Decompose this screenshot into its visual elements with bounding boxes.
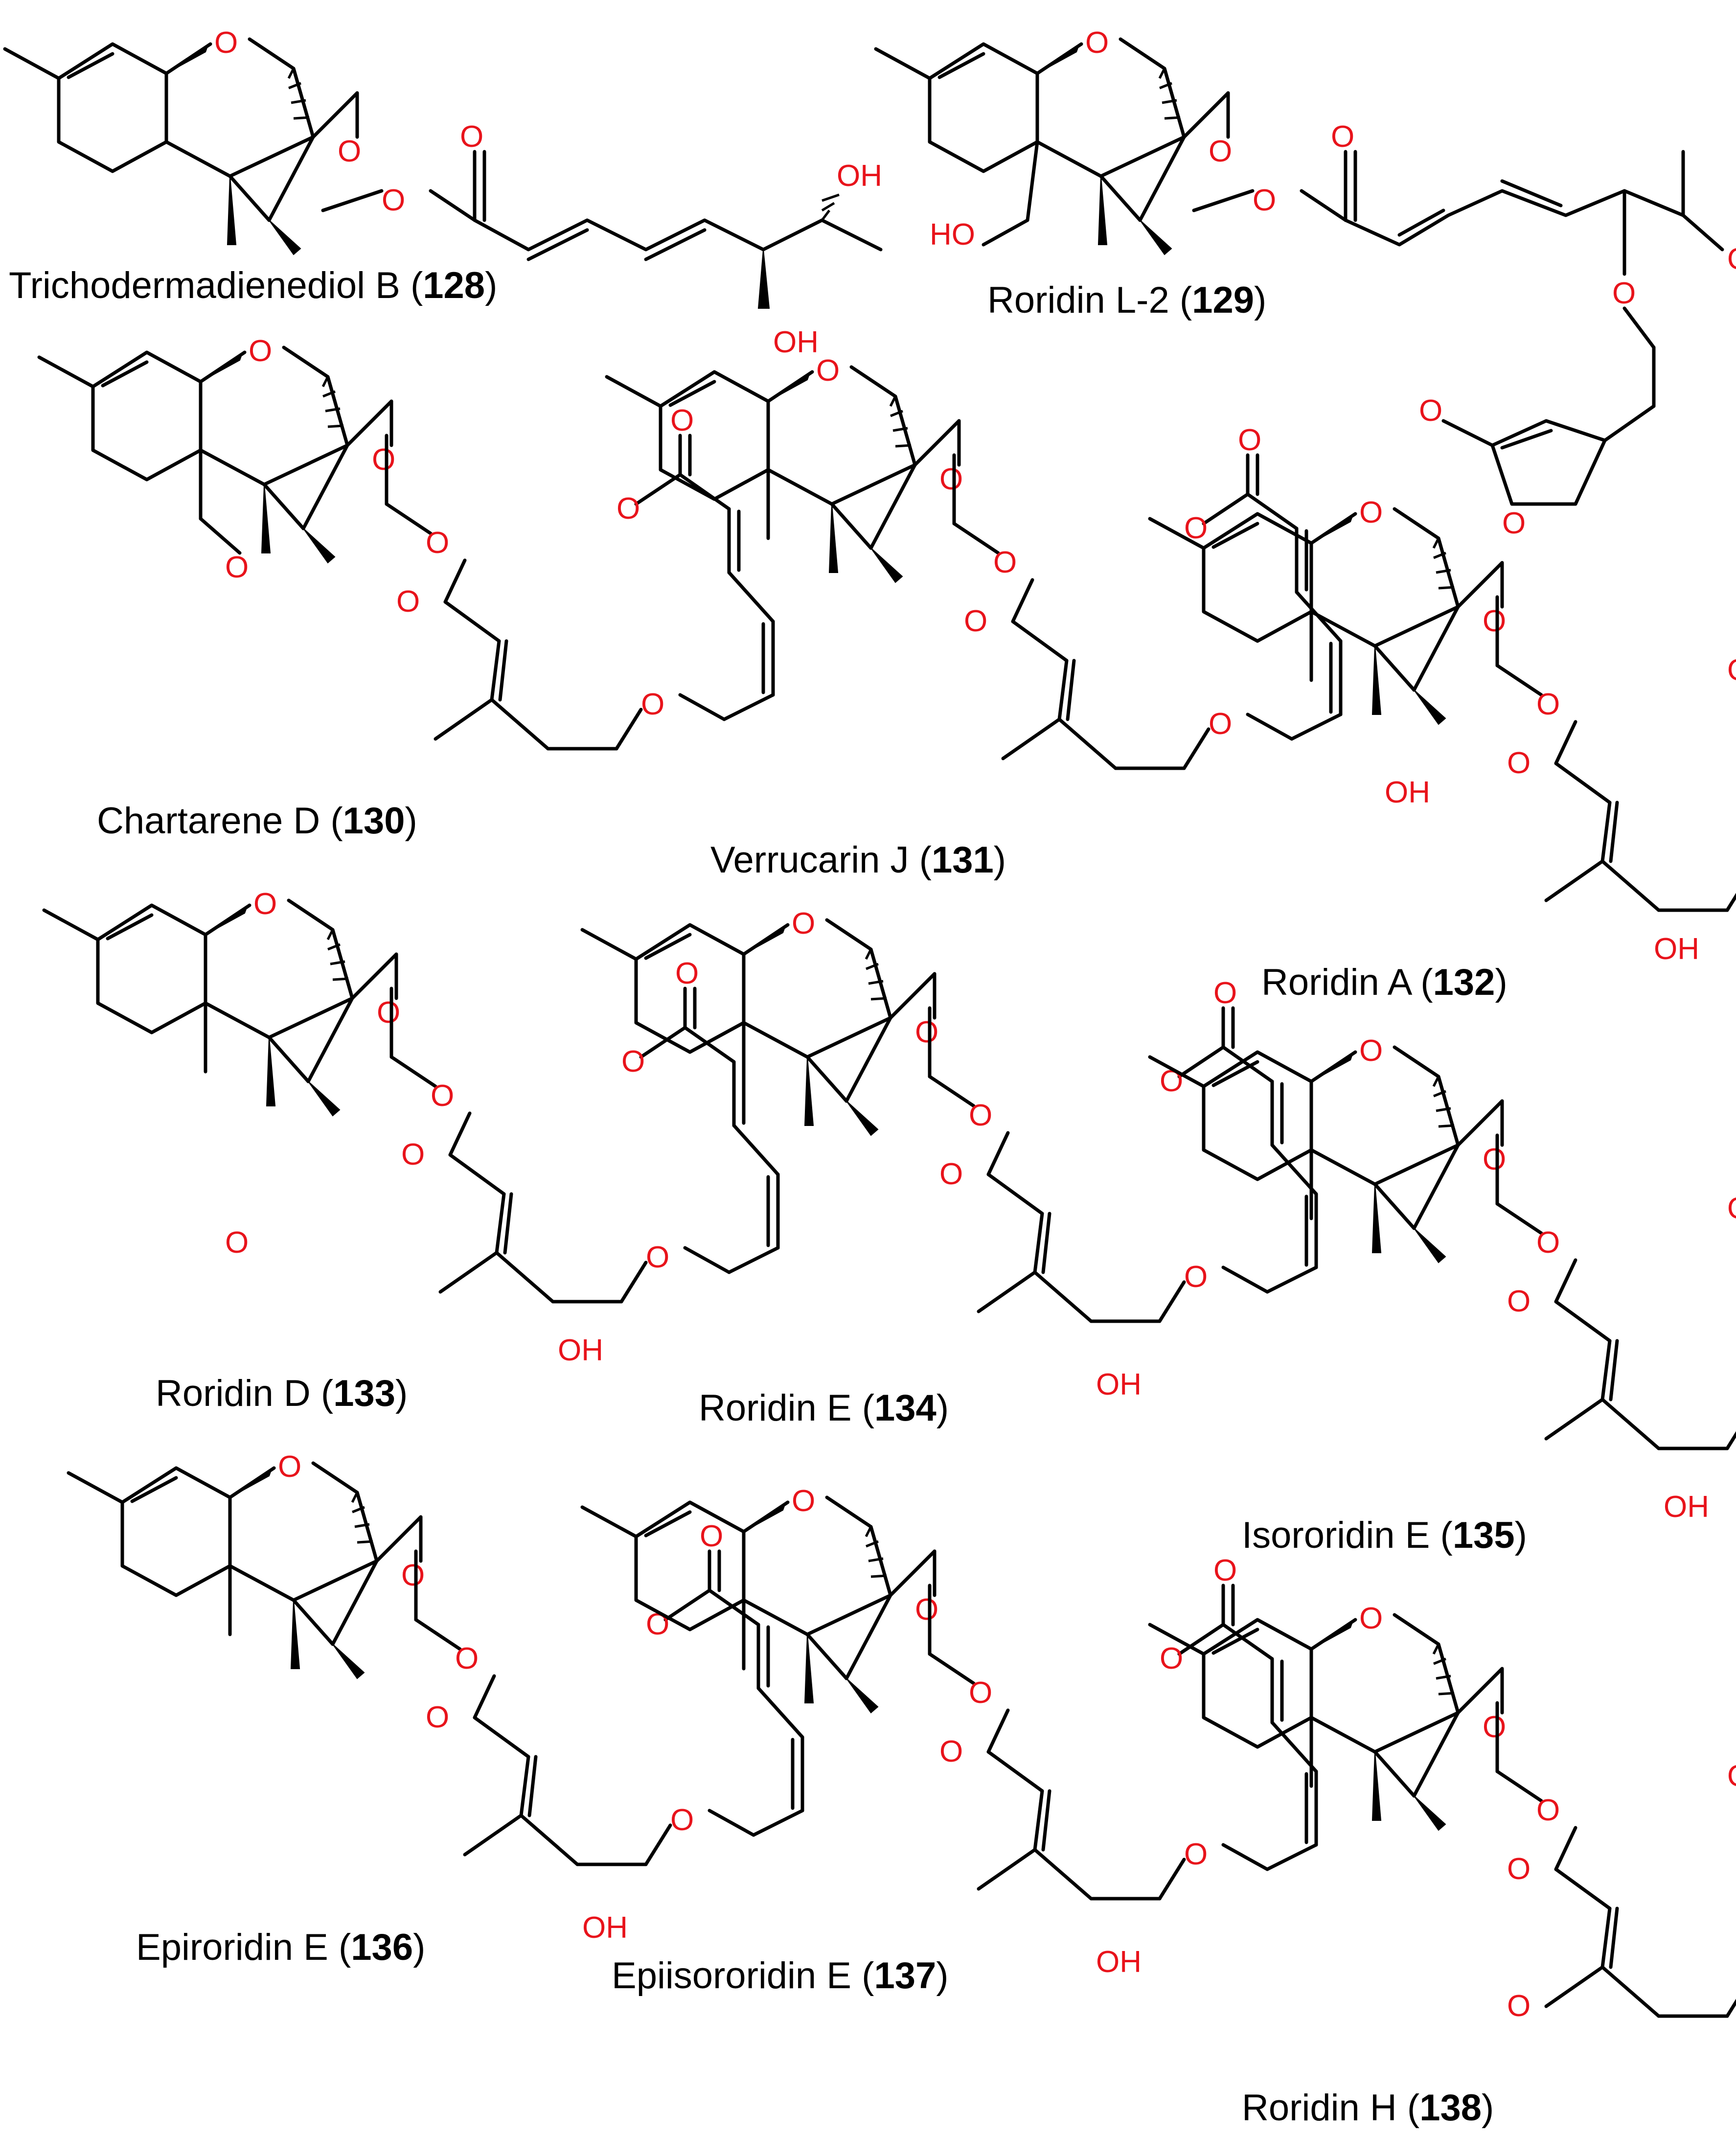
compound-number: 132 xyxy=(1433,962,1495,1003)
svg-text:HO: HO xyxy=(930,218,975,252)
compound-number: 130 xyxy=(343,800,405,842)
svg-text:OH: OH xyxy=(1664,1490,1709,1524)
structure-131 xyxy=(607,354,1341,768)
svg-text:O: O xyxy=(1253,184,1276,217)
caption-136: Epiroridin E (136) xyxy=(136,1927,426,1968)
caption-138: Roridin H (138) xyxy=(1242,2087,1494,2129)
svg-text:O: O xyxy=(225,1226,249,1260)
compound-name: Epiroridin E xyxy=(136,1927,328,1968)
structure-135: OH xyxy=(1150,1034,1736,1524)
compound-name: Isororidin E xyxy=(1242,1515,1430,1556)
compound-name: Epiisororidin E xyxy=(612,1955,851,1997)
svg-text:O: O xyxy=(1612,276,1636,310)
structure-138: O xyxy=(1150,1602,1736,2023)
svg-text:O: O xyxy=(460,120,483,154)
compound-name: Chartarene D xyxy=(97,800,320,842)
svg-text:OH: OH xyxy=(837,159,882,193)
structure-137: OH xyxy=(582,1484,1316,1979)
svg-text:OH: OH xyxy=(773,325,819,359)
structure-130: O xyxy=(39,334,773,749)
structure-128: O O OH OH xyxy=(5,26,883,359)
svg-text:OH: OH xyxy=(1096,1945,1142,1979)
compound-number: 128 xyxy=(423,265,485,306)
caption-129: Roridin L-2 (129) xyxy=(987,279,1267,321)
compound-number: 138 xyxy=(1419,2087,1482,2129)
caption-132: Roridin A (132) xyxy=(1261,962,1508,1003)
svg-text:O: O xyxy=(1507,1989,1530,2023)
svg-text:OH: OH xyxy=(1385,776,1430,809)
caption-128: Trichodermadienediol B (128) xyxy=(9,265,498,306)
caption-133: Roridin D (133) xyxy=(156,1373,408,1414)
compound-name: Trichodermadienediol B xyxy=(9,265,400,306)
compound-number: 137 xyxy=(874,1955,937,1997)
compound-number: 136 xyxy=(351,1927,413,1968)
compound-name: Roridin A xyxy=(1261,962,1411,1003)
svg-text:O: O xyxy=(382,184,405,217)
caption-134: Roridin E (134) xyxy=(699,1387,949,1429)
structure-136: OH xyxy=(69,1450,802,1945)
compound-name: Roridin D xyxy=(156,1373,311,1414)
compound-number: 129 xyxy=(1192,279,1254,321)
compound-name: Verrucarin J xyxy=(710,839,909,881)
caption-137: Epiisororidin E (137) xyxy=(612,1955,949,1997)
caption-130: Chartarene D (130) xyxy=(97,800,417,842)
svg-text:O: O xyxy=(1419,394,1442,428)
compound-number: 134 xyxy=(874,1387,937,1429)
structure-129: HO OH O O O O O xyxy=(876,26,1736,540)
svg-text:O: O xyxy=(225,551,249,584)
compound-name: Roridin H xyxy=(1242,2087,1397,2129)
compound-name: Roridin E xyxy=(699,1387,852,1429)
structure-133: O OH xyxy=(44,887,778,1367)
compound-name: Roridin L-2 xyxy=(987,279,1169,321)
structure-134: OH xyxy=(582,907,1316,1401)
compound-number: 131 xyxy=(931,839,994,881)
compound-number: 135 xyxy=(1452,1515,1515,1556)
svg-text:O: O xyxy=(1502,506,1526,540)
caption-135: Isororidin E (135) xyxy=(1242,1515,1527,1556)
svg-text:OH: OH xyxy=(1654,932,1699,966)
svg-text:OH: OH xyxy=(1727,242,1736,276)
svg-text:OH: OH xyxy=(1096,1368,1142,1401)
svg-text:OH: OH xyxy=(558,1333,603,1367)
structure-132: OH OH xyxy=(1150,496,1736,966)
svg-text:O: O xyxy=(1331,120,1354,154)
compound-number: 133 xyxy=(333,1373,396,1414)
svg-text:OH: OH xyxy=(582,1911,628,1945)
caption-131: Verrucarin J (131) xyxy=(710,839,1006,881)
